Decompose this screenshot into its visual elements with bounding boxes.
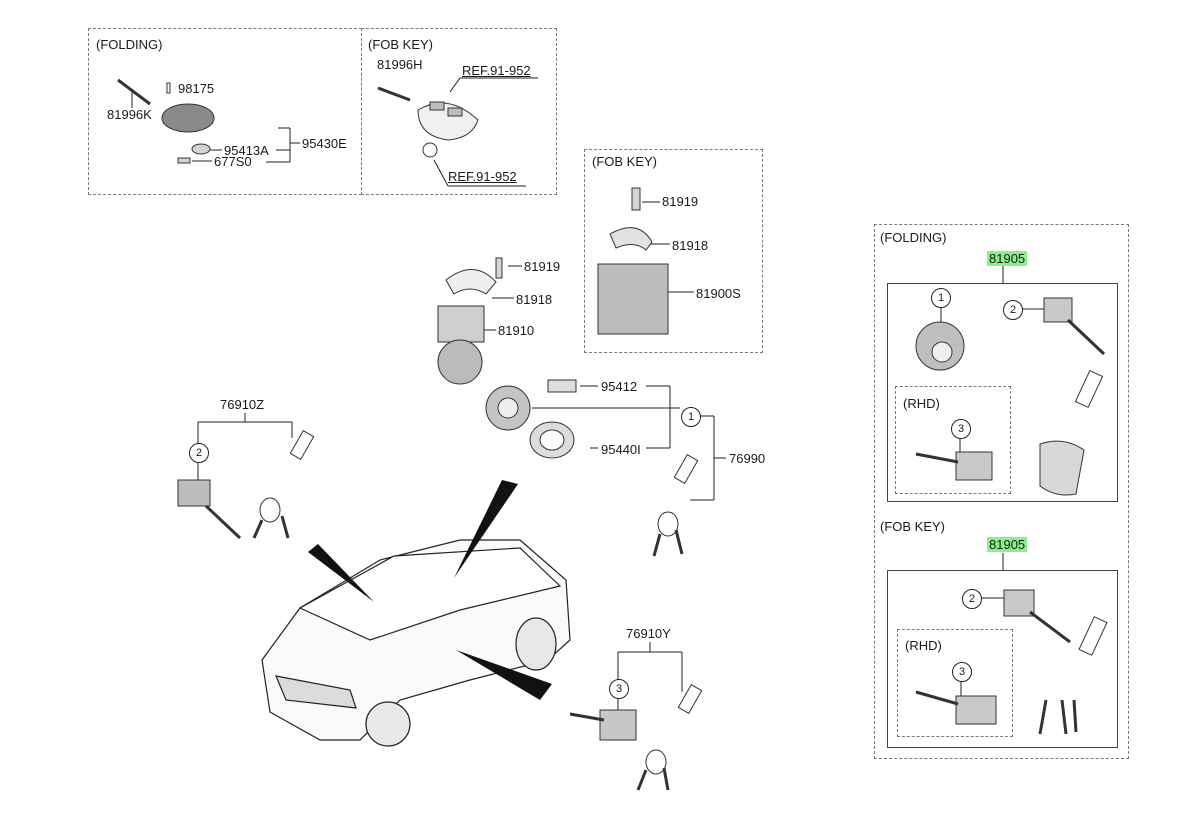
fob-set-frame xyxy=(887,570,1118,748)
part-81919: 81919 xyxy=(524,259,561,274)
folding-title: (FOLDING) xyxy=(96,37,163,52)
part-76990: 76990 xyxy=(729,451,766,466)
part-76910Z: 76910Z xyxy=(220,397,265,412)
folding-set-frame xyxy=(887,283,1118,502)
callout-2-left: 2 xyxy=(189,443,209,463)
fob-key-box-top xyxy=(361,28,557,195)
part-81900S: 81900S xyxy=(696,286,741,301)
ref-link-bottom[interactable]: REF.91-952 xyxy=(448,169,517,184)
folding-rhd-label: (RHD) xyxy=(903,396,940,411)
ref-link-top[interactable]: REF.91-952 xyxy=(462,63,531,78)
part-81910: 81910 xyxy=(498,323,535,338)
fob-key-box-mid xyxy=(584,149,763,353)
part-81996K: 81996K xyxy=(107,107,152,122)
callout-2-right-fob: 2 xyxy=(962,589,982,609)
part-81918: 81918 xyxy=(516,292,553,307)
part-95440I: 95440I xyxy=(601,442,641,457)
part-95412: 95412 xyxy=(601,379,638,394)
right-fob-part-81905[interactable]: 81905 xyxy=(987,537,1028,552)
part-95430E: 95430E xyxy=(302,136,347,151)
folding-rhd-box xyxy=(895,386,1011,494)
part-677S0: 677S0 xyxy=(214,154,252,169)
fob-rhd-label: (RHD) xyxy=(905,638,942,653)
right-folding-title: (FOLDING) xyxy=(880,230,947,245)
callout-2-right-folding: 2 xyxy=(1003,300,1023,320)
part-98175: 98175 xyxy=(178,81,215,96)
part-81919-mid: 81919 xyxy=(662,194,699,209)
part-81918-mid: 81918 xyxy=(672,238,709,253)
callout-3-right-folding: 3 xyxy=(951,419,971,439)
part-81996H: 81996H xyxy=(377,57,423,72)
fob-key-title: (FOB KEY) xyxy=(368,37,434,52)
callout-1-center: 1 xyxy=(681,407,701,427)
callout-1-right: 1 xyxy=(931,288,951,308)
right-fob-title: (FOB KEY) xyxy=(880,519,946,534)
part-95413A: 95413A xyxy=(224,143,269,158)
fob-rhd-box xyxy=(897,629,1013,737)
right-panel-box xyxy=(874,224,1129,759)
right-folding-part-81905[interactable]: 81905 xyxy=(987,251,1028,266)
callout-3-bottom: 3 xyxy=(609,679,629,699)
fob-mid-title: (FOB KEY) xyxy=(592,154,658,169)
part-76910Y: 76910Y xyxy=(626,626,671,641)
callout-3-right-fob: 3 xyxy=(952,662,972,682)
